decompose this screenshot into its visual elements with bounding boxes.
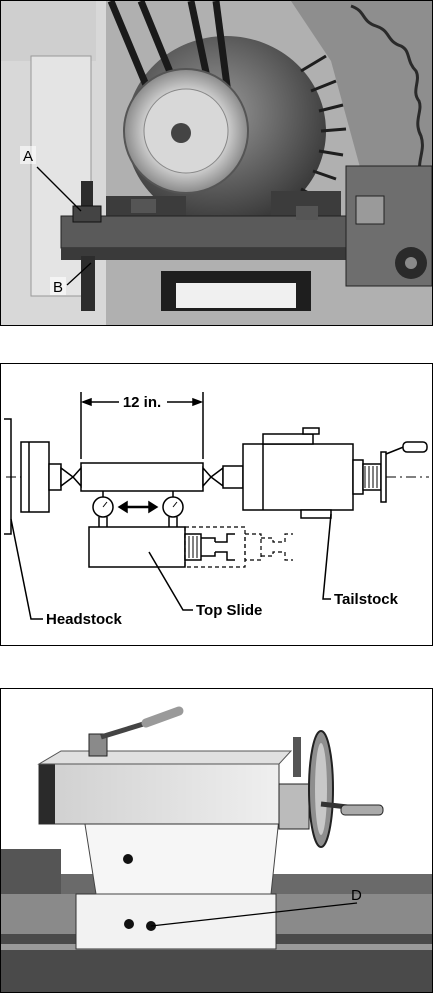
- top-slide-label: Top Slide: [196, 602, 262, 619]
- callout-a: A: [23, 148, 33, 165]
- callout-d: D: [351, 887, 362, 904]
- headstock-faceplate: [21, 442, 49, 512]
- tailstock-center: [211, 468, 223, 486]
- tailstock-handle: [403, 442, 427, 452]
- headstock-leader: [11, 519, 43, 619]
- motor-mount-illustration: A B: [1, 1, 432, 325]
- tailstock-illustration: D: [1, 689, 432, 992]
- tailstock-label: Tailstock: [334, 591, 399, 608]
- callout-b: B: [53, 279, 63, 296]
- test-bar: [81, 463, 203, 491]
- tailstock-photo: D: [0, 688, 433, 993]
- dimension-label: 12 in.: [123, 394, 161, 411]
- motor-mount-photo: A B: [0, 0, 433, 326]
- top-slide: [89, 527, 185, 567]
- headstock-center: [61, 468, 73, 486]
- alignment-diagram-drawing: 12 in. Headstock Top Slide Tailstock: [1, 364, 432, 645]
- tailstock-leader: [323, 514, 331, 599]
- headstock-label: Headstock: [46, 611, 123, 628]
- tailstock-body: [243, 444, 353, 510]
- alignment-diagram: 12 in. Headstock Top Slide Tailstock: [0, 363, 433, 646]
